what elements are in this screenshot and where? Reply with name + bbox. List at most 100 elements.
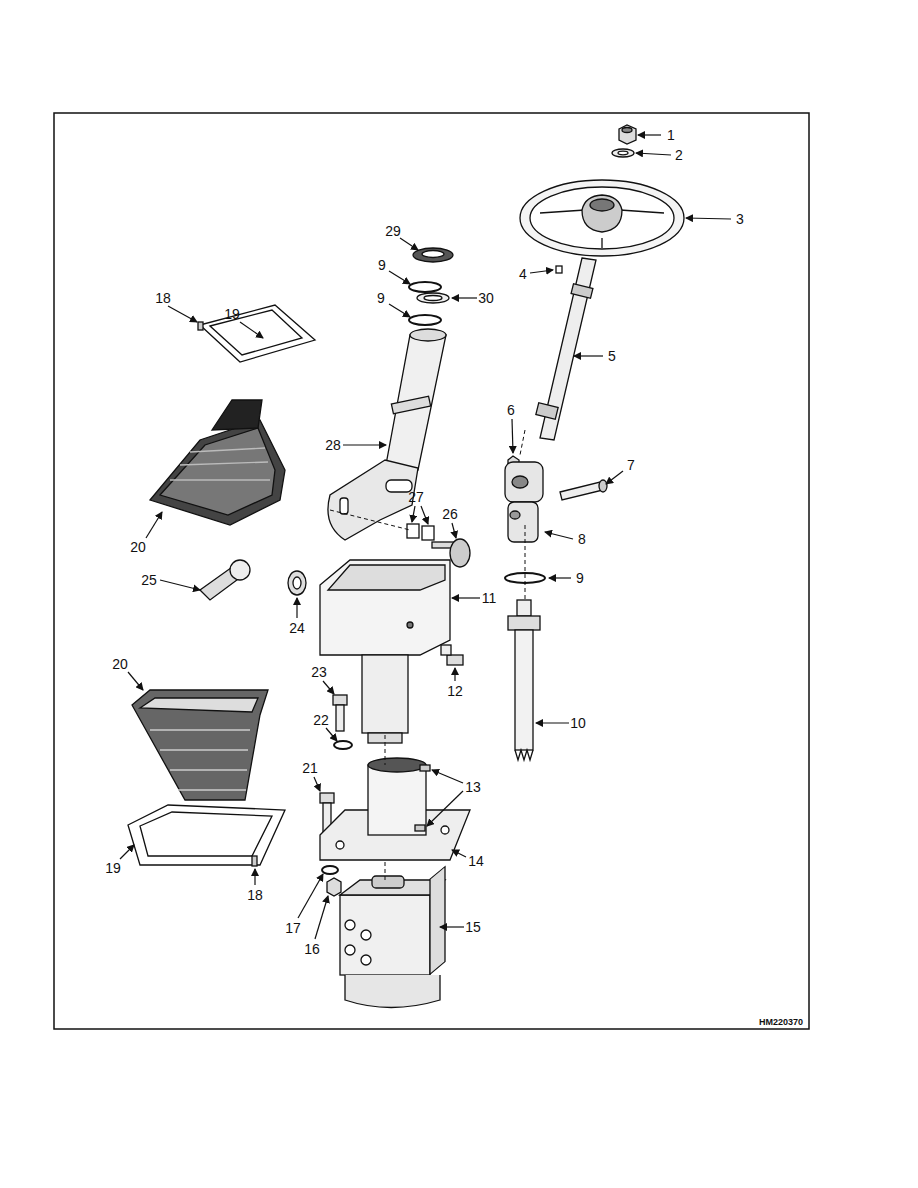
parts — [536, 403, 558, 419]
leader-line — [421, 506, 428, 524]
callout-number: 12 — [446, 683, 464, 699]
parts — [210, 310, 302, 355]
callout-number: 3 — [735, 211, 745, 227]
leader-line — [512, 419, 513, 453]
figure-code: HM220370 — [758, 1017, 804, 1027]
callout-number: 17 — [284, 920, 302, 936]
parts — [288, 571, 306, 595]
callout-number: 9 — [377, 257, 387, 273]
parts — [520, 180, 684, 256]
parts — [430, 867, 445, 975]
leader-line — [574, 355, 603, 356]
leader-line — [536, 722, 569, 723]
parts — [170, 448, 270, 480]
parts — [599, 480, 607, 492]
parts — [386, 480, 412, 492]
callout-number: 4 — [518, 266, 528, 282]
parts — [409, 282, 441, 292]
leader-line — [452, 523, 456, 538]
leader-line — [432, 770, 463, 783]
callout-number: 1 — [666, 127, 676, 143]
parts — [424, 296, 442, 301]
parts — [622, 128, 632, 133]
leader-line — [298, 874, 323, 918]
parts — [385, 335, 446, 470]
parts — [150, 420, 285, 525]
parts — [420, 765, 430, 771]
leader-line — [638, 134, 661, 135]
parts — [150, 730, 250, 790]
callout-number: 10 — [569, 715, 587, 731]
callout-number: 13 — [464, 779, 482, 795]
leader-line — [128, 672, 143, 690]
leader-line — [427, 791, 463, 826]
callout-number: 26 — [441, 506, 459, 522]
parts — [417, 293, 449, 303]
leader-line — [452, 297, 477, 298]
parts — [320, 560, 450, 655]
leader-line — [323, 681, 334, 694]
leader-line — [452, 597, 480, 598]
parts — [322, 866, 338, 874]
parts — [320, 793, 334, 803]
parts — [582, 195, 622, 232]
parts — [345, 945, 355, 955]
callout-number: 30 — [477, 290, 495, 306]
callout-number: 20 — [111, 656, 129, 672]
callout-number: 18 — [246, 887, 264, 903]
callout-number: 6 — [506, 402, 516, 418]
parts — [372, 876, 404, 888]
parts — [413, 248, 453, 262]
parts — [328, 565, 445, 590]
callout-number: 14 — [467, 853, 485, 869]
parts — [517, 600, 531, 616]
callout-number: 19 — [104, 860, 122, 876]
parts — [198, 322, 203, 330]
parts — [450, 539, 470, 567]
parts — [334, 741, 352, 749]
parts — [590, 199, 614, 211]
callout-number: 25 — [140, 572, 158, 588]
parts — [132, 690, 268, 800]
parts — [441, 826, 449, 834]
leader-line — [120, 135, 731, 939]
parts — [515, 750, 533, 760]
parts — [556, 266, 562, 273]
callout-number: 18 — [154, 290, 172, 306]
leader-line — [545, 532, 573, 539]
parts — [409, 315, 441, 325]
leader-line — [240, 322, 263, 338]
parts — [618, 151, 628, 155]
parts — [128, 805, 285, 865]
parts — [293, 577, 301, 589]
callout-number: 23 — [310, 664, 328, 680]
leader-line — [160, 580, 200, 590]
leader-line — [296, 598, 297, 618]
parts — [515, 630, 533, 750]
parts — [422, 251, 444, 258]
parts — [508, 616, 540, 630]
leader-line — [168, 306, 197, 322]
callout-number: 2 — [674, 147, 684, 163]
parts — [361, 955, 371, 965]
parts — [336, 841, 344, 849]
leader-line — [606, 471, 623, 484]
leader-line — [343, 444, 386, 445]
parts — [407, 524, 419, 538]
leader-line — [686, 218, 731, 219]
parts — [340, 498, 348, 514]
parts — [441, 645, 451, 655]
frame — [54, 113, 809, 1029]
callout-number: 9 — [575, 570, 585, 586]
callout-number: 15 — [464, 919, 482, 935]
leader-line — [120, 845, 134, 859]
leader-line — [400, 238, 418, 250]
parts — [128, 125, 684, 1008]
parts — [510, 511, 520, 519]
leader-line — [549, 577, 571, 578]
parts — [508, 502, 538, 542]
callout-number: 16 — [303, 941, 321, 957]
parts — [230, 560, 250, 580]
callout-number: 27 — [407, 489, 425, 505]
callout-number: 9 — [376, 290, 386, 306]
